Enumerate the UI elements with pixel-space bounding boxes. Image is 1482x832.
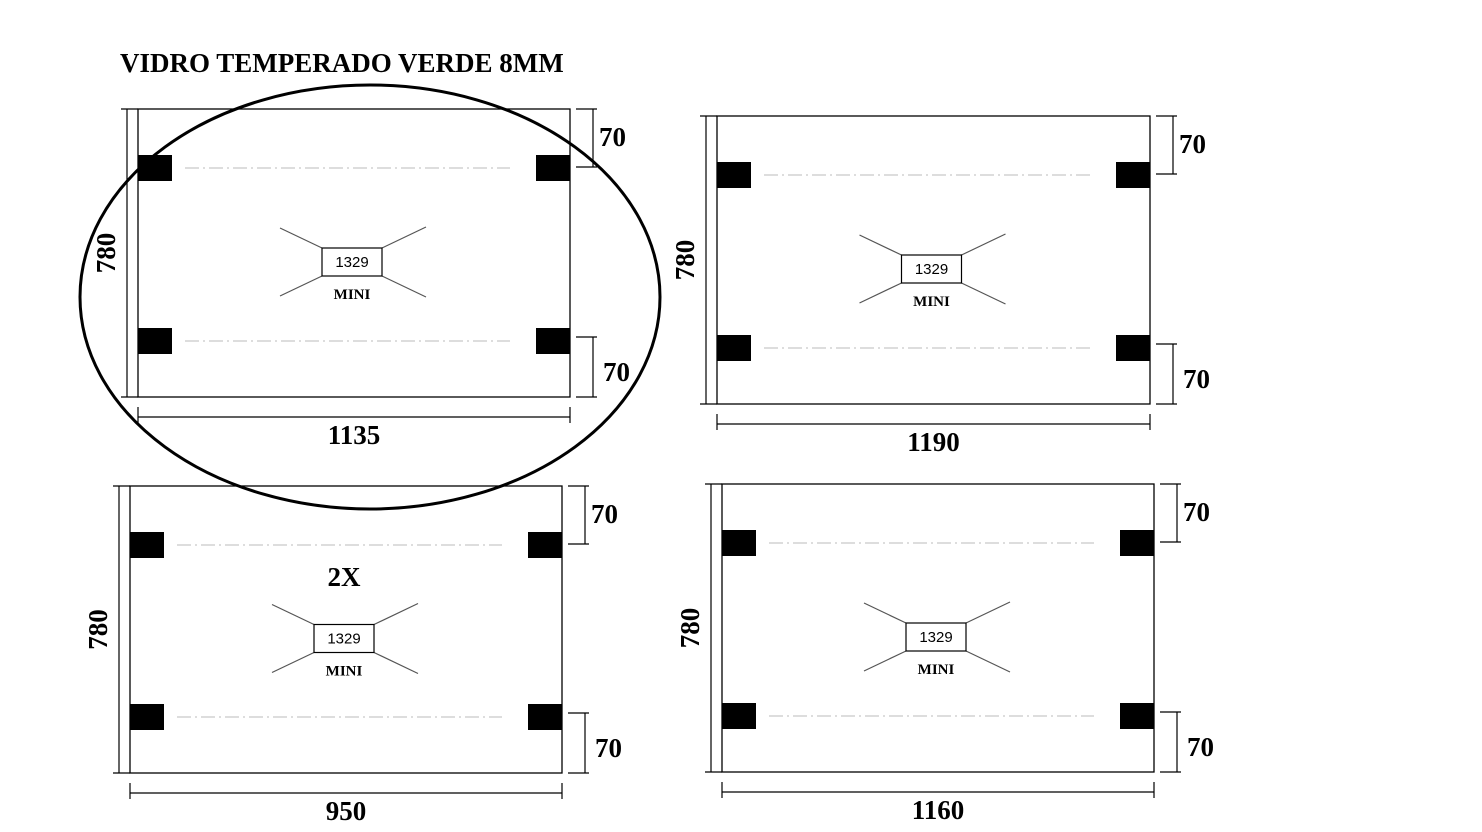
handle-line xyxy=(271,603,315,626)
handle-line xyxy=(271,651,315,674)
panel-outline xyxy=(721,483,1155,773)
code-box xyxy=(313,623,375,654)
bottom-offset-label: 70 xyxy=(603,357,630,387)
product-code: 1329 xyxy=(919,629,952,646)
quantity-label: 2X xyxy=(328,562,362,592)
product-code: 1329 xyxy=(327,631,360,648)
width-label: 1190 xyxy=(907,427,960,457)
hinge-block xyxy=(536,155,570,181)
handle-line xyxy=(961,233,1006,256)
top-offset-label: 70 xyxy=(599,122,626,152)
handle-line xyxy=(373,602,419,626)
handle-line xyxy=(381,275,427,298)
panel-outline xyxy=(129,485,563,774)
hardware-label: MINI xyxy=(334,287,371,303)
handle-line xyxy=(381,226,427,249)
handle-line xyxy=(965,650,1011,673)
code-box xyxy=(905,622,967,652)
bottom-offset-label: 70 xyxy=(1183,364,1210,394)
hardware-label: MINI xyxy=(913,294,950,310)
hinge-block xyxy=(722,530,756,556)
hinge-block xyxy=(717,162,751,188)
drawing-title: VIDRO TEMPERADO VERDE 8MM xyxy=(120,48,564,78)
width-label: 1135 xyxy=(328,420,381,450)
hinge-block xyxy=(528,532,562,558)
handle-line xyxy=(859,282,902,304)
top-offset-label: 70 xyxy=(1183,497,1210,527)
product-code: 1329 xyxy=(335,254,368,271)
bottom-offset-label: 70 xyxy=(1187,732,1214,762)
hinge-block xyxy=(1116,162,1150,188)
width-label: 950 xyxy=(326,796,367,826)
height-label: 780 xyxy=(675,608,705,649)
code-box xyxy=(900,254,963,284)
bottom-offset-label: 70 xyxy=(595,733,622,763)
handle-line xyxy=(961,282,1006,305)
handle-line xyxy=(863,650,907,672)
hinge-block xyxy=(1120,530,1154,556)
panel-outline xyxy=(716,115,1151,405)
hinge-block xyxy=(528,704,562,730)
top-offset-label: 70 xyxy=(591,499,618,529)
hinge-block xyxy=(717,335,751,361)
hinge-block xyxy=(130,704,164,730)
handle-line xyxy=(373,651,419,675)
product-code: 1329 xyxy=(915,261,948,278)
hinge-block xyxy=(130,532,164,558)
top-offset-label: 70 xyxy=(1179,129,1206,159)
hinge-block xyxy=(1116,335,1150,361)
hinge-block xyxy=(722,703,756,729)
height-label: 780 xyxy=(91,233,121,274)
hinge-block xyxy=(138,328,172,354)
height-label: 780 xyxy=(83,609,113,650)
hinge-block xyxy=(1120,703,1154,729)
code-box xyxy=(321,247,383,277)
height-label: 780 xyxy=(670,240,700,281)
hardware-label: MINI xyxy=(326,664,363,680)
hinge-block xyxy=(138,155,172,181)
handle-line xyxy=(279,227,323,249)
highlight-circle xyxy=(78,83,662,511)
handle-line xyxy=(863,602,907,624)
width-label: 1160 xyxy=(912,795,965,825)
handle-line xyxy=(965,601,1011,624)
handle-line xyxy=(859,234,902,256)
handle-line xyxy=(279,275,323,297)
hinge-block xyxy=(536,328,570,354)
panel-outline xyxy=(137,108,571,398)
hardware-label: MINI xyxy=(918,662,955,678)
